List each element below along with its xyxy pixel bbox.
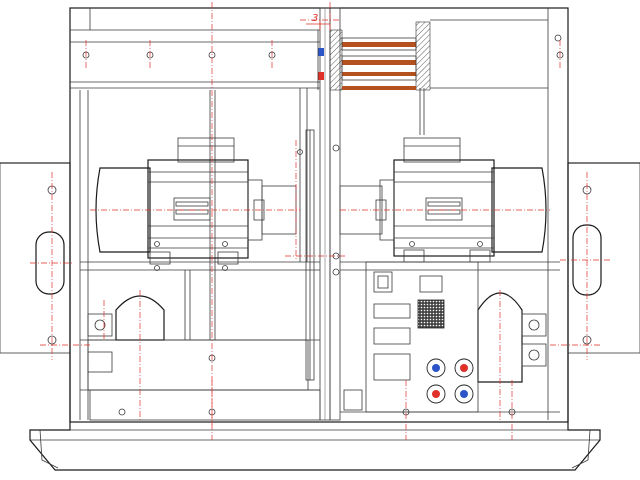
right-lifting-plate: [560, 162, 640, 360]
support-rods: [184, 88, 425, 340]
busbars: [317, 30, 417, 90]
mounting-holes: [82, 34, 564, 416]
electrical-panel: [343, 261, 479, 413]
left-lifting-plate: [0, 162, 72, 360]
brackets: [87, 313, 547, 373]
central-divider: [305, 7, 431, 421]
right-arch-cutout: [477, 292, 523, 383]
left-motor: [95, 137, 297, 265]
main-housing: [69, 7, 569, 423]
dimension-label: 3: [312, 13, 318, 24]
centerlines: [40, 2, 600, 440]
bottom-panel: [87, 339, 321, 421]
right-motor: [339, 137, 547, 263]
dimension-marker: 3: [306, 13, 330, 30]
left-arch-cutout: [115, 295, 165, 341]
